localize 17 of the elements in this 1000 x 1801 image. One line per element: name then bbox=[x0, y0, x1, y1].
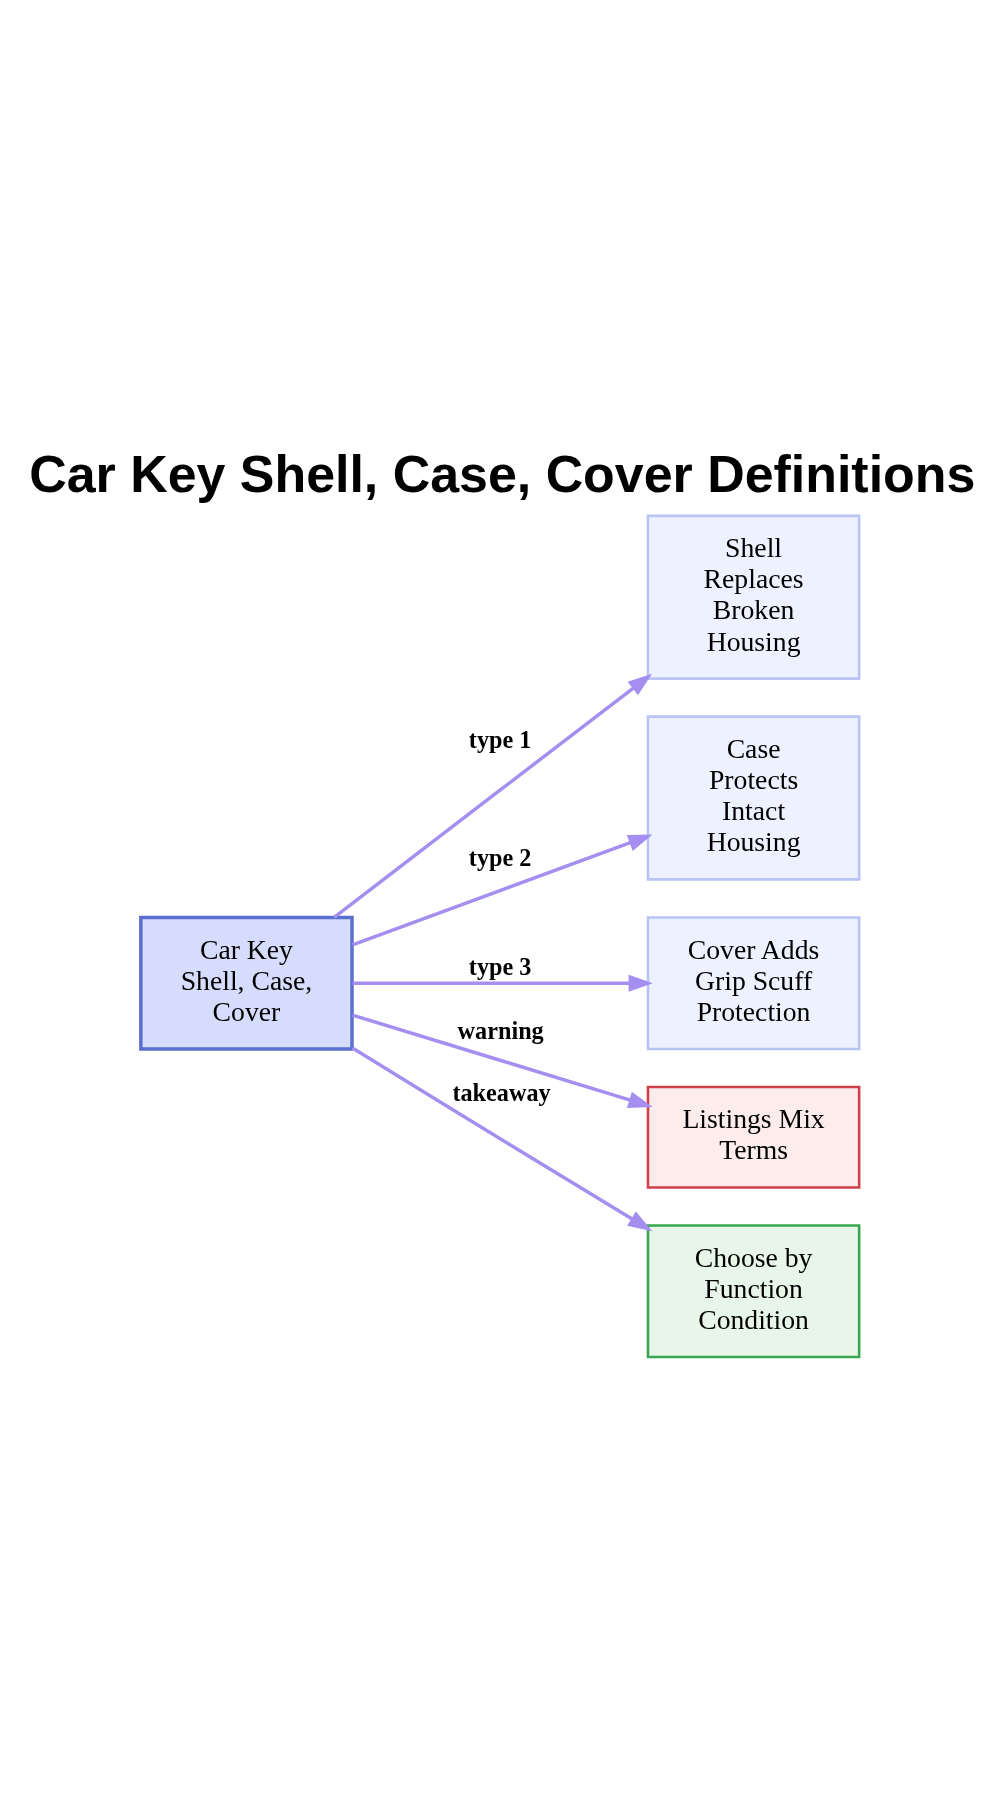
node-box: Shell Replaces Broken Housing bbox=[646, 514, 861, 680]
edge-label: warning bbox=[457, 1016, 544, 1044]
arrow bbox=[351, 1046, 653, 1231]
edge-label: type 2 bbox=[468, 843, 532, 871]
node-box: Car Key Shell, Case, Cover bbox=[139, 915, 354, 1051]
node-box: Listings Mix Terms bbox=[646, 1085, 861, 1189]
arrow bbox=[352, 1012, 653, 1108]
arrow bbox=[352, 974, 653, 992]
edge-label: takeaway bbox=[452, 1078, 551, 1106]
node-box: Choose by Function Condition bbox=[646, 1223, 861, 1358]
edge-label: type 1 bbox=[468, 725, 532, 753]
node-box: Case Protects Intact Housing bbox=[646, 714, 861, 881]
edge-label: type 3 bbox=[468, 952, 532, 980]
arrow bbox=[351, 834, 653, 946]
diagram-title: Car Key Shell, Case, Cover Definitions bbox=[29, 444, 976, 503]
node-box: Cover Adds Grip Scuff Protection bbox=[646, 915, 861, 1050]
arrow bbox=[333, 673, 653, 919]
